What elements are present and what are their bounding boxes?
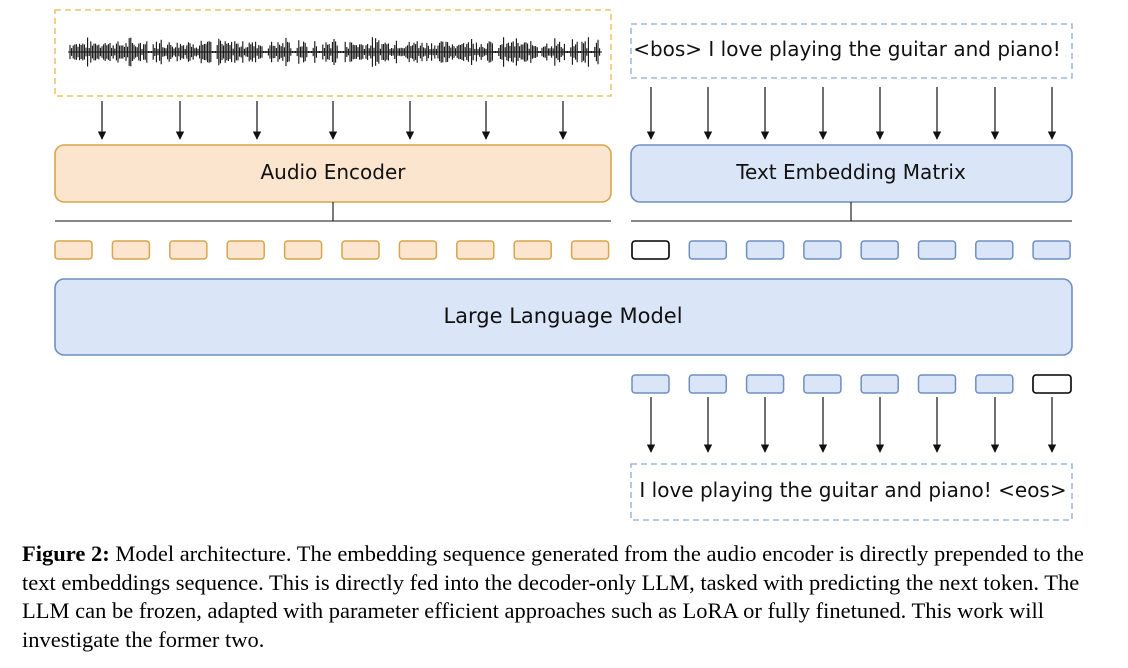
output-token [688, 374, 728, 394]
audio-embedding-token [111, 240, 151, 260]
text-embedding-token [1032, 240, 1071, 260]
text-embedding-token [745, 240, 785, 260]
audio-input-box [54, 9, 612, 97]
text-input-box [630, 23, 1073, 79]
text-connector [631, 202, 1072, 222]
input-arrows [97, 87, 1057, 140]
audio-embedding-token [169, 240, 208, 260]
waveform-trace [69, 37, 601, 67]
output-token [975, 374, 1014, 394]
output-token [917, 374, 957, 394]
text-output-box [630, 463, 1073, 521]
audio-encoder-label: Audio Encoder [261, 160, 407, 184]
eos-token [1032, 374, 1072, 394]
audio-embedding-token [513, 240, 552, 260]
audio-waveform [68, 37, 602, 67]
audio-embedding-token [283, 240, 323, 260]
audio-embedding-token [226, 240, 265, 260]
caption-text: Model architecture. The embedding sequen… [22, 541, 1084, 652]
embedding-token-row [54, 240, 1071, 260]
output-token [631, 374, 670, 394]
output-arrows [646, 397, 1057, 453]
audio-embedding-token [398, 240, 438, 260]
audio-connector [55, 202, 611, 222]
audio-embedding-token [341, 240, 380, 260]
llm-box [54, 278, 1073, 356]
input-text: <bos> I love playing the guitar and pian… [633, 37, 1061, 61]
architecture-diagram: <bos> I love playing the guitar and pian… [54, 9, 1073, 521]
caption-label: Figure 2: [22, 541, 110, 566]
text-embedding-label: Text Embedding Matrix [735, 160, 966, 184]
output-token-row [631, 374, 1072, 394]
text-embedding-token [688, 240, 728, 260]
bos-token [631, 240, 670, 260]
audio-embedding-token [54, 240, 93, 260]
output-token [803, 374, 842, 394]
text-embedding-token [803, 240, 842, 260]
text-embedding-token [975, 240, 1014, 260]
llm-label: Large Language Model [443, 304, 682, 328]
output-token [745, 374, 785, 394]
output-text: I love playing the guitar and piano! <eo… [639, 478, 1066, 502]
audio-embedding-token [570, 240, 610, 260]
text-embedding-token [917, 240, 957, 260]
output-token [860, 374, 899, 394]
text-embedding-token [860, 240, 899, 260]
figure-caption: Figure 2: Model architecture. The embedd… [22, 540, 1112, 654]
audio-embedding-token [456, 240, 495, 260]
